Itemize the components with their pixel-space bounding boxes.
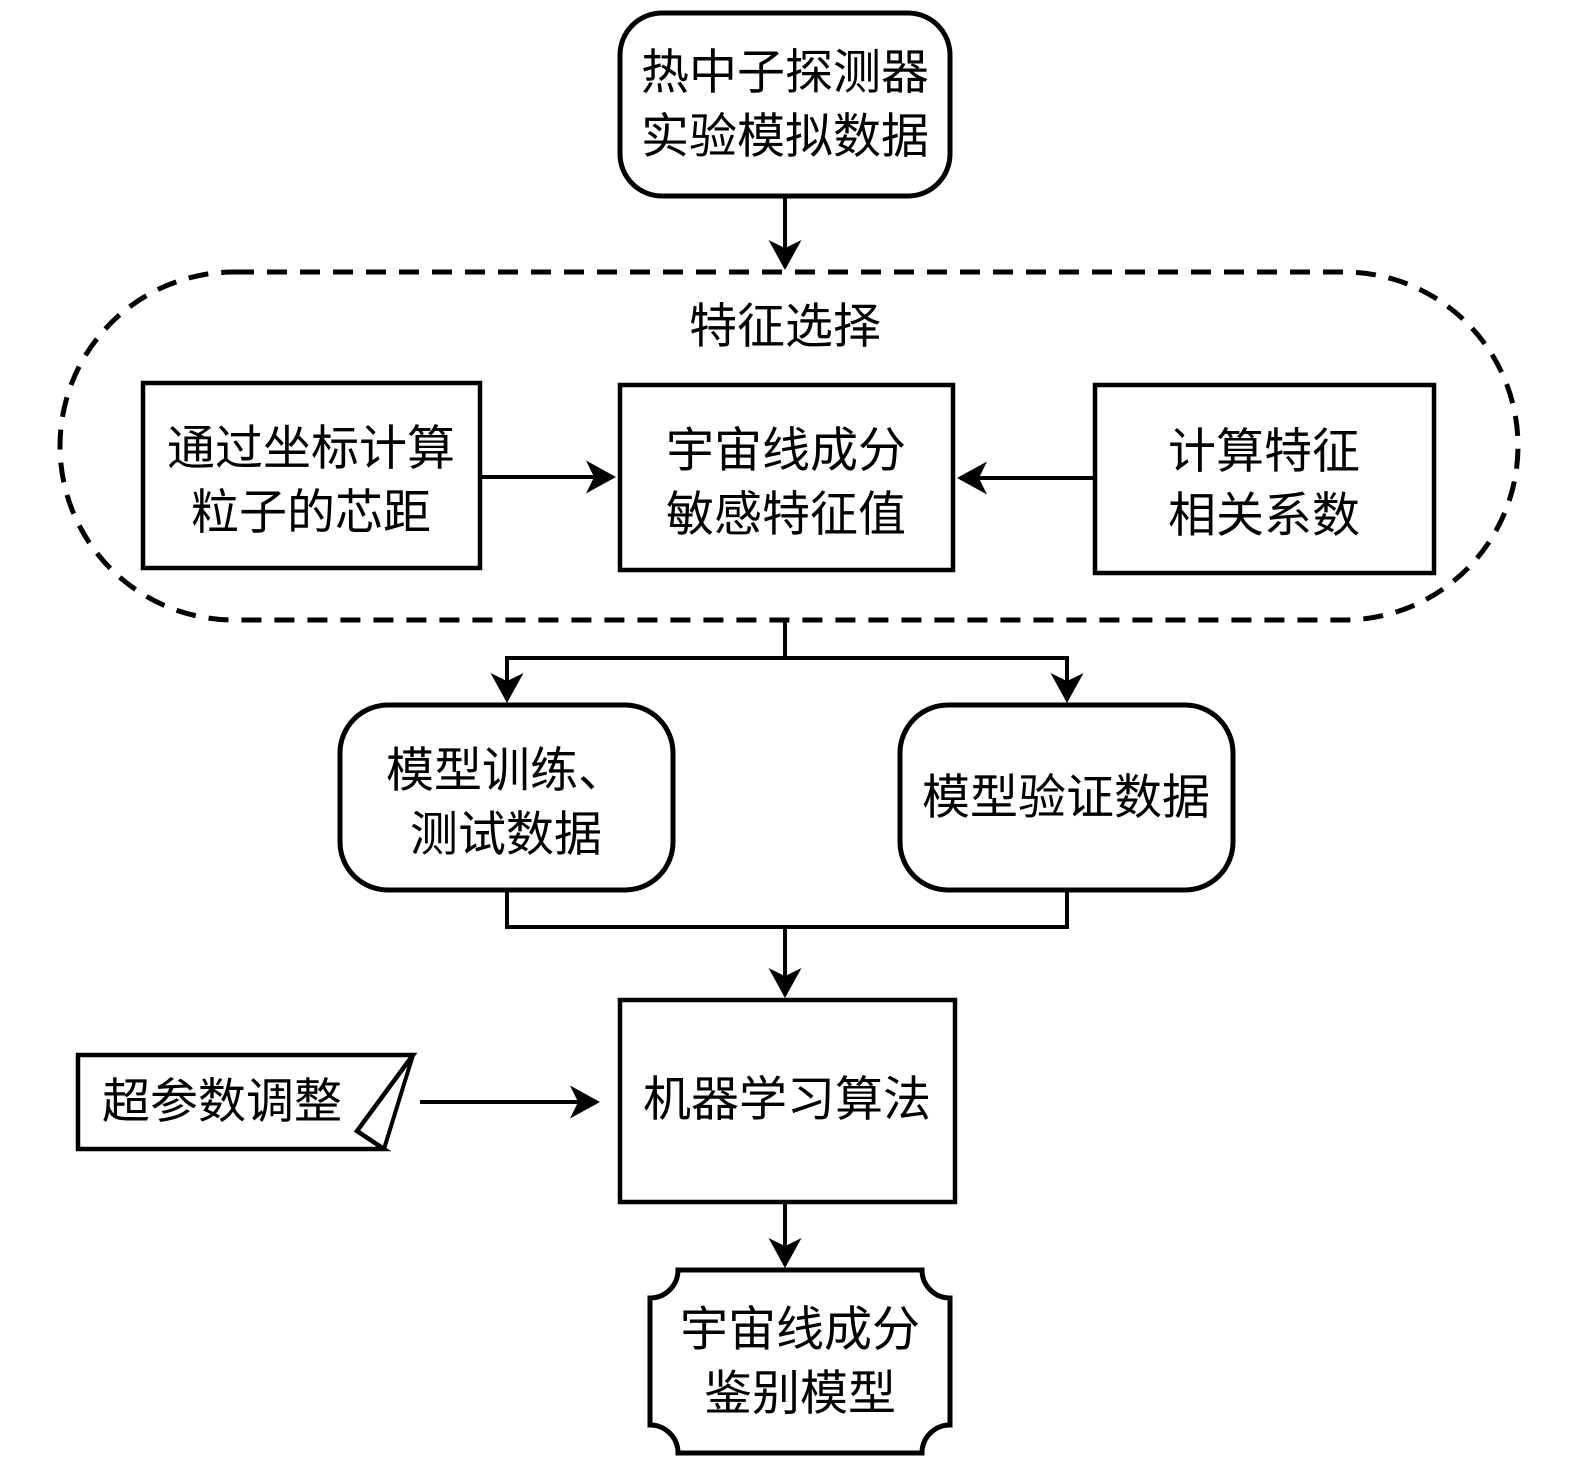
train-test-data-label-line2: 测试数据	[410, 809, 602, 862]
ml-algorithm-label-line1: 机器学习算法	[643, 1074, 931, 1127]
hyperparameter-fold-crease	[382, 1054, 415, 1150]
sensitive-features-label-line1: 宇宙线成分	[666, 425, 906, 478]
sensitive-features-shape	[617, 382, 956, 573]
core-distance-label-line2: 粒子的芯距	[191, 487, 431, 540]
hyperparameter-tuning-shape	[75, 1052, 418, 1152]
feature-selection-title: 特征选择	[689, 301, 881, 354]
correlation-coefficients-label-line2: 相关系数	[1168, 490, 1360, 543]
discrimination-model-label-line1: 宇宙线成分	[680, 1304, 920, 1357]
hyperparameter-tuning-label-line1: 超参数调整	[102, 1076, 342, 1129]
validation-data-label-line1: 模型验证数据	[922, 772, 1210, 825]
node-sensitive-features: 宇宙线成分 敏感特征值	[617, 382, 956, 573]
sensitive-features-label-line2: 敏感特征值	[666, 489, 906, 542]
discrimination-model-shape	[647, 1267, 953, 1456]
ml-algorithm-shape	[617, 997, 958, 1205]
connector-merge	[505, 890, 1069, 998]
train-test-data-shape	[337, 702, 676, 893]
source-data-shape	[617, 10, 953, 199]
node-correlation-coefficients: 计算特征 相关系数	[1092, 382, 1437, 576]
node-hyperparameter-tuning: 超参数调整	[75, 1052, 418, 1152]
discrimination-model-label-line2: 鉴别模型	[704, 1368, 896, 1421]
node-source-data: 热中子探测器 实验模拟数据	[617, 10, 953, 199]
correlation-coefficients-label-line1: 计算特征	[1168, 426, 1360, 479]
core-distance-label-line1: 通过坐标计算	[167, 423, 455, 476]
source-data-label-line1: 热中子探测器	[641, 47, 929, 100]
node-discrimination-model: 宇宙线成分 鉴别模型	[647, 1267, 953, 1456]
node-core-distance: 通过坐标计算 粒子的芯距	[140, 380, 483, 571]
feature-selection-container-shape	[57, 269, 1521, 623]
node-validation-data: 模型验证数据	[897, 702, 1236, 893]
correlation-coefficients-shape	[1092, 382, 1437, 576]
train-test-data-label-line1: 模型训练、	[386, 745, 626, 798]
core-distance-shape	[140, 380, 483, 571]
group-feature-selection: 特征选择	[57, 269, 1521, 623]
node-train-test-data: 模型训练、 测试数据	[337, 702, 676, 893]
source-data-label-line2: 实验模拟数据	[641, 111, 929, 164]
node-ml-algorithm: 机器学习算法	[617, 997, 958, 1205]
connector-split	[490, 620, 1084, 703]
